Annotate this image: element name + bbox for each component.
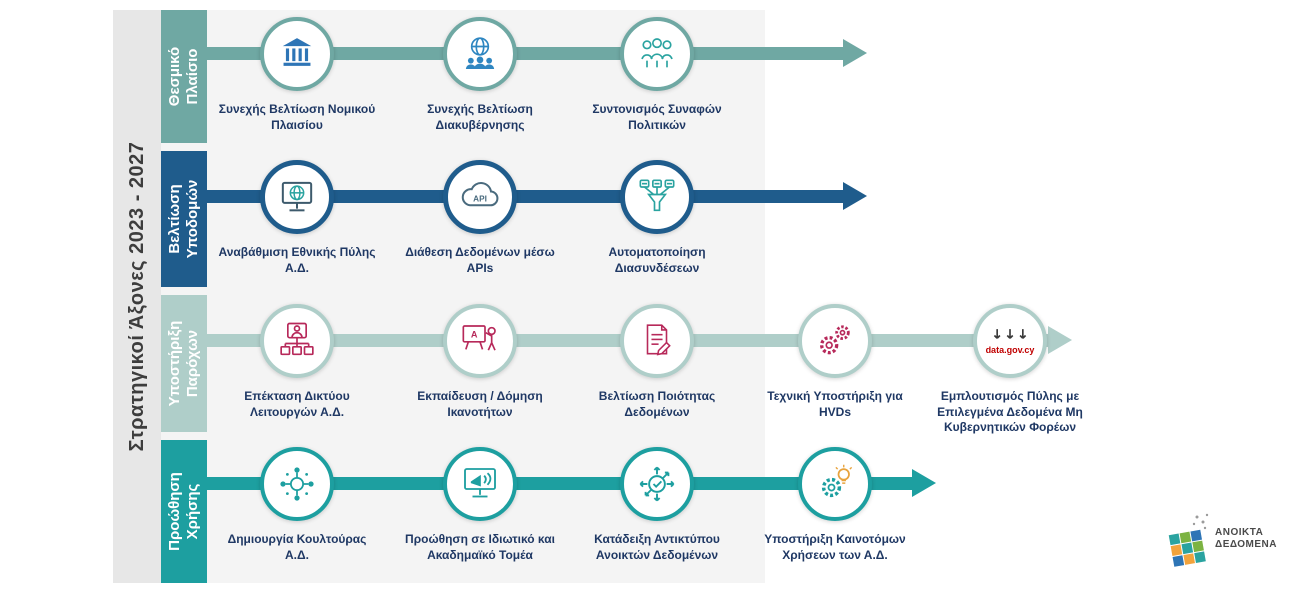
sidebar-band <box>113 10 161 583</box>
milestone-node <box>260 17 334 91</box>
milestone-label: Εμπλουτισμός Πύλης με Επιλεγμένα Δεδομέν… <box>937 389 1083 435</box>
milestone-label: Αυτοματοποίηση Διασυνδέσεων <box>608 245 706 275</box>
document-edit-icon <box>646 324 671 356</box>
open-data-cube-icon <box>1168 513 1209 567</box>
axis1-band-label: Θεσμικό Πλαίσιο <box>166 46 201 107</box>
milestone-label: Συνεχής Βελτίωση Διακυβέρνησης <box>427 102 533 132</box>
training-icon: A <box>462 325 496 351</box>
milestone-label: Εκπαίδευση / Δόμηση Ικανοτήτων <box>417 389 543 419</box>
milestone-node: data.gov.cy <box>973 304 1047 378</box>
impact-check-icon <box>639 466 675 502</box>
people-icon <box>641 38 673 68</box>
axis4-band <box>161 440 207 583</box>
axis3-band-label: Υποστήριξη Παρόχων <box>166 320 201 407</box>
milestone-node <box>620 304 694 378</box>
milestone-label: Συντονισμός Συναφών Πολιτικών <box>592 102 722 132</box>
gear-bulb-icon <box>821 464 853 498</box>
axis2-band <box>161 151 207 287</box>
down-arrows-icon <box>993 329 1027 339</box>
logo-line1: ΑΝΟΙΚΤΑ <box>1215 526 1264 538</box>
milestone-node <box>260 447 334 521</box>
monitor-globe-icon <box>281 181 313 212</box>
milestone-node <box>620 160 694 234</box>
milestone-label: Βελτίωση Ποιότητας Δεδομένων <box>598 389 716 419</box>
milestone-label: Κατάδειξη Αντικτύπου Ανοικτών Δεδομένων <box>594 532 720 562</box>
milestone-node <box>798 304 872 378</box>
axis3-band <box>161 295 207 432</box>
milestone-node <box>798 447 872 521</box>
axis4-arrow <box>207 469 936 497</box>
training-board-letter: A <box>471 330 478 340</box>
milestone-label: Προώθηση σε Ιδιωτικό και Ακαδημαϊκό Τομέ… <box>405 532 555 562</box>
milestone-node <box>260 160 334 234</box>
open-data-logo: ΑΝΟΙΚΤΑ ΔΕΔΟΜΕΝΑ <box>1163 511 1277 567</box>
bank-icon <box>282 38 312 66</box>
milestone-node <box>443 17 517 91</box>
milestone-label: Αναβάθμιση Εθνικής Πύλης Α.Δ. <box>218 245 376 275</box>
megaphone-screen-icon <box>464 468 496 498</box>
axis2-band-label: Βελτίωση Υποδομών <box>166 179 201 259</box>
datagov-text: data.gov.cy <box>985 345 1035 355</box>
data-funnel-icon <box>639 179 675 212</box>
datagov-arrows-icon: data.gov.cy <box>985 327 1035 355</box>
milestone-label: Διάθεση Δεδομένων μέσω APIs <box>405 245 555 275</box>
milestone-node: API <box>443 160 517 234</box>
api-cloud-icon: API <box>461 182 499 207</box>
milestone-node <box>443 447 517 521</box>
milestone-label: Τεχνική Υποστήριξη για HVDs <box>767 389 903 419</box>
orgchart-person-icon <box>280 322 314 356</box>
open-data-logo-text: ΑΝΟΙΚΤΑ ΔΕΔΟΜΕΝΑ <box>1215 527 1277 552</box>
sidebar-title: Στρατηγικοί Άξονες 2023 - 2027 <box>125 141 148 452</box>
milestone-label: Υποστήριξη Καινοτόμων Χρήσεων των Α.Δ. <box>764 532 906 562</box>
milestone-node: A <box>443 304 517 378</box>
milestone-label: Δημιουργία Κουλτούρας Α.Δ. <box>227 532 367 562</box>
network-people-icon <box>280 467 314 501</box>
milestone-label: Επέκταση Δικτύου Λειτουργών Α.Δ. <box>244 389 350 419</box>
logo-line2: ΔΕΔΟΜΕΝΑ <box>1215 539 1277 550</box>
axis4-band-label: Προώθηση Χρήσης <box>166 472 201 551</box>
gears-icon <box>820 325 850 355</box>
milestone-node <box>620 17 694 91</box>
milestone-node <box>260 304 334 378</box>
globe-users-icon <box>465 37 495 69</box>
milestone-label: Συνεχής Βελτίωση Νομικού Πλαισίου <box>218 102 376 132</box>
axis1-band <box>161 10 207 143</box>
milestone-node <box>620 447 694 521</box>
api-icon-text: API <box>473 195 487 204</box>
